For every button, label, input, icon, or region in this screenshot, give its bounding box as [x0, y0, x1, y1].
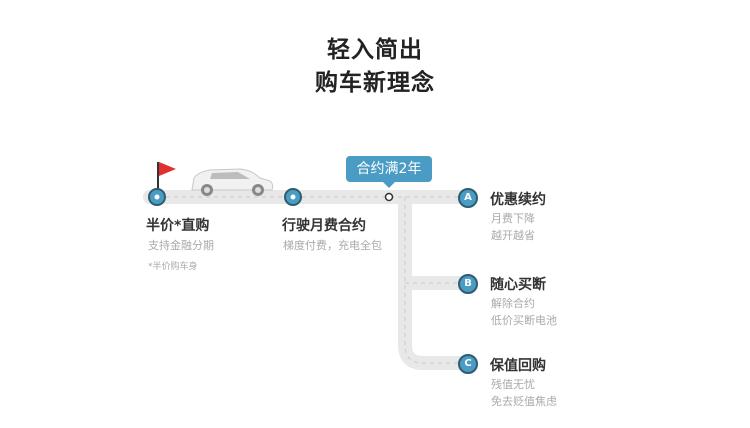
stage-node-2 [284, 188, 302, 206]
option-line: 解除合约 [491, 297, 535, 310]
car-icon [191, 168, 274, 196]
stage-sub: 支持金融分期 [148, 239, 214, 252]
junction-node [384, 192, 394, 202]
option-line: 残值无忧 [491, 378, 535, 391]
title-line-2: 购车新理念 [315, 70, 435, 96]
title-line-1: 轻入简出 [327, 37, 423, 63]
stage-note: *半价购车身 [148, 262, 198, 272]
stage-node-1 [148, 188, 166, 206]
stage-label: 行驶月费合约 [282, 218, 366, 234]
option-badge-a: A [458, 188, 478, 208]
stage-label: 半价*直购 [146, 218, 210, 234]
option-badge-c: C [458, 354, 478, 374]
option-badge-b: B [458, 274, 478, 294]
option-line: 越开越省 [491, 229, 535, 242]
option-label: 优惠续约 [490, 192, 546, 208]
option-label: 随心买断 [490, 277, 546, 293]
stage-sub: 梯度付费，充电全包 [283, 239, 382, 252]
option-line: 低价买断电池 [491, 314, 557, 327]
option-line: 月费下降 [491, 212, 535, 225]
option-line: 免去贬值焦虑 [491, 395, 557, 408]
road [143, 190, 472, 370]
contract-callout: 合约满2年 [346, 156, 432, 188]
option-label: 保值回购 [490, 358, 546, 374]
